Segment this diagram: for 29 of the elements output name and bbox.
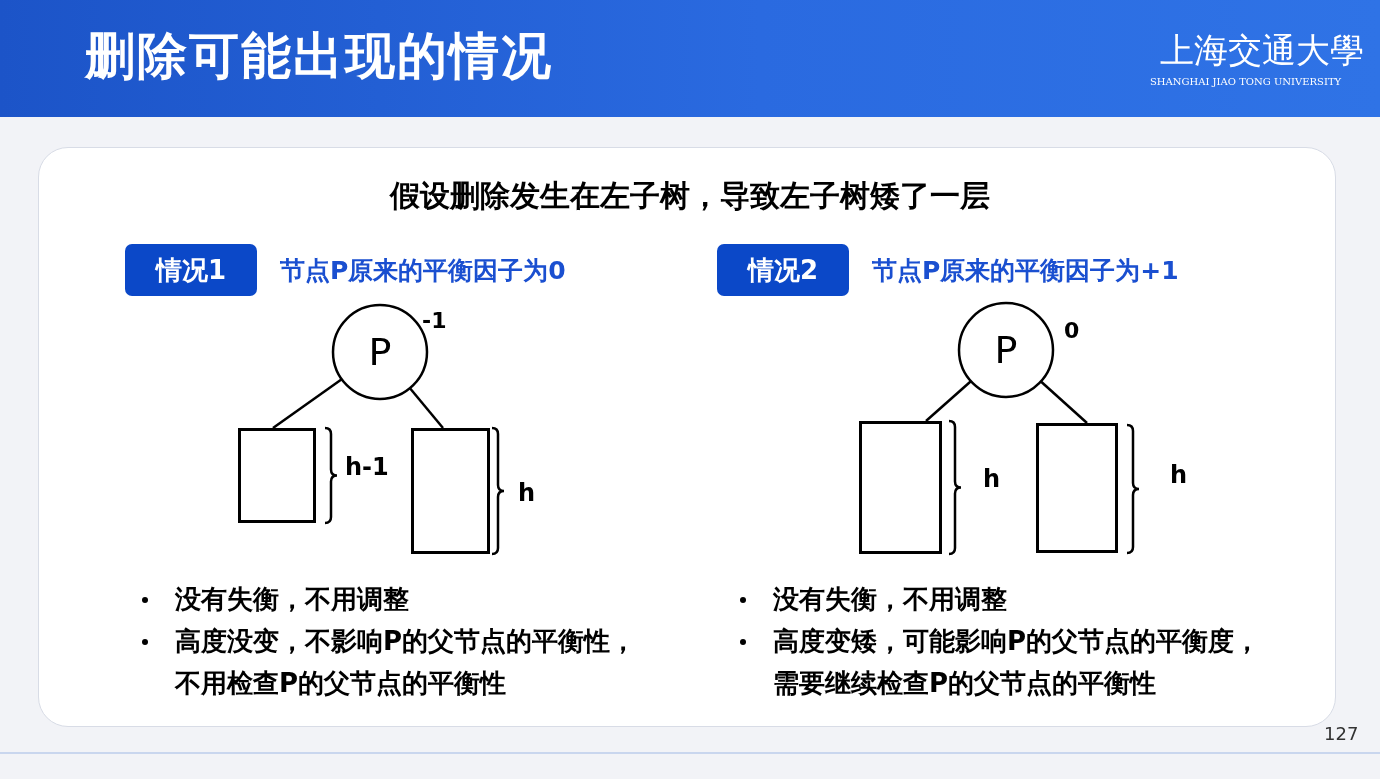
- balance-factor: -1: [422, 308, 447, 334]
- case-tag: 情况1: [125, 244, 257, 296]
- bullet-text: 高度没变，不影响P的父节点的平衡性，不用检查P的父节点的平衡性: [175, 625, 638, 700]
- height-label: h: [983, 464, 1001, 495]
- node-label: P: [993, 328, 1019, 372]
- subtree-box: [1036, 423, 1118, 553]
- balance-factor: 0: [1064, 318, 1080, 344]
- tree-edge: [925, 380, 972, 422]
- height-label: h: [518, 478, 536, 509]
- bullet-text: 没有失衡，不用调整: [773, 583, 1008, 616]
- height-label: h: [1170, 460, 1188, 491]
- bullet-text: 没有失衡，不用调整: [175, 583, 410, 616]
- university-name: 上海交通大學: [1160, 29, 1364, 72]
- subtree-box: [859, 421, 942, 554]
- subtitle: 假设删除发生在左子树，导致左子树矮了一层: [388, 177, 991, 215]
- page-number: 127: [1324, 722, 1359, 745]
- subtree-box: [411, 428, 490, 554]
- tree-edge: [1040, 380, 1088, 424]
- slide-title: 删除可能出现的情况: [85, 26, 553, 87]
- case-tag: 情况2: [717, 244, 849, 296]
- case-heading: 节点P原来的平衡因子为0: [280, 255, 566, 287]
- university-name-english: SHANGHAI JIAO TONG UNIVERSITY: [1150, 75, 1342, 88]
- tree-edge: [409, 387, 444, 429]
- height-label: h-1: [345, 452, 389, 483]
- subtree-box: [238, 428, 316, 523]
- bullet-text: 高度变矮，可能影响P的父节点的平衡度，需要继续检查P的父节点的平衡性: [773, 625, 1262, 700]
- case-heading: 节点P原来的平衡因子为+1: [872, 255, 1179, 287]
- tree-edge: [272, 378, 343, 429]
- node-label: P: [367, 330, 393, 374]
